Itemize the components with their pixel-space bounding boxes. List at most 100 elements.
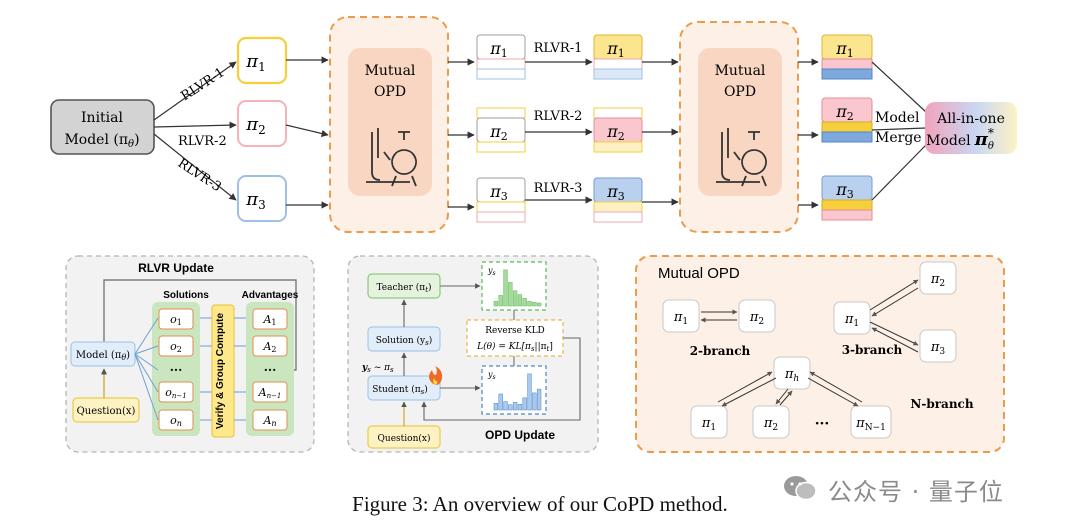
initial-model-line2: Model (πθ) <box>64 132 139 150</box>
svg-text:π3: π3 <box>606 182 625 203</box>
pi2-stack-a: π2 <box>476 107 526 153</box>
teacher-histogram <box>493 269 542 307</box>
pi1-stack-c: π1 <box>821 34 873 80</box>
svg-text:π2: π2 <box>930 272 945 289</box>
solution-o1: o1 <box>158 308 194 330</box>
student-histogram-bar <box>536 388 542 411</box>
verify-group-compute-label: Verify & Group Compute <box>215 313 226 430</box>
student-histogram-bar <box>493 402 499 411</box>
pi2-box: π2 <box>237 100 287 147</box>
student-hist-label: ys <box>487 370 496 381</box>
svg-text:A2: A2 <box>262 340 276 354</box>
mutual-opd-2-sublabel: OPD <box>724 84 756 100</box>
advantage-a2: A2 <box>252 335 288 357</box>
teacher-histogram-bar <box>522 298 527 307</box>
pi1-box: π1 <box>236 36 288 85</box>
svg-text:π1: π1 <box>835 39 854 60</box>
svg-text:on: on <box>170 414 182 428</box>
student-histogram-bar <box>498 393 503 411</box>
pi3-stack-a: π3 <box>476 177 526 223</box>
student-histogram-bar <box>522 397 527 411</box>
lab-apparatus-icon-2 <box>716 128 767 187</box>
rlvr-1-label: RLVR-1 <box>179 65 228 104</box>
pi3-stack-c: π3 <box>821 175 873 221</box>
model-merge-label-2: Merge <box>875 130 922 146</box>
svg-text:π1: π1 <box>489 39 508 60</box>
svg-text:An: An <box>262 414 276 428</box>
rlvr-2-label: RLVR-2 <box>178 134 227 149</box>
svg-text:o1: o1 <box>170 313 182 327</box>
fire-icon <box>429 366 443 385</box>
model-merge-label-1: Model <box>875 110 920 126</box>
solution-o2: o2 <box>158 335 194 357</box>
student-histogram-bar <box>517 404 523 411</box>
svg-text:π2: π2 <box>835 102 854 123</box>
student-histogram-bar <box>512 402 518 411</box>
svg-text:π3: π3 <box>930 340 946 357</box>
rlvr-model-label: Model (πθ) <box>76 350 130 362</box>
teacher-histogram-bar <box>512 290 518 307</box>
student-label: Student (πs) <box>372 384 427 396</box>
advantages-header: Advantages <box>242 290 299 301</box>
wechat-icon <box>784 476 817 501</box>
svg-text:An−1: An−1 <box>258 386 282 400</box>
advantage-an: An <box>252 409 288 431</box>
solutions-ellipsis: ··· <box>170 363 183 377</box>
svg-text:π2: π2 <box>489 122 508 143</box>
solution-on-1: on−1 <box>158 381 194 403</box>
rlvr-update-title: RLVR Update <box>138 261 214 275</box>
rlvr-1-label-b: RLVR-1 <box>534 41 583 56</box>
pi1-stack-a: π1 <box>476 34 526 80</box>
svg-text:π2: π2 <box>749 310 764 327</box>
opd-question-label: Question(x) <box>378 433 431 444</box>
n-branch-label: N-branch <box>910 397 973 411</box>
advantage-a1: A1 <box>252 308 288 330</box>
svg-text:π1: π1 <box>844 312 859 329</box>
teacher-histogram-bar <box>493 301 499 307</box>
svg-text:π1: π1 <box>701 416 716 433</box>
student-histogram-bar <box>503 401 508 411</box>
solution-on: on <box>158 409 194 431</box>
two-branch-label: 2-branch <box>690 344 751 358</box>
three-branch-diagram: π1 π2 π3 3-branch <box>833 261 957 363</box>
rlvr-2-label-b: RLVR-2 <box>534 109 583 124</box>
student-histogram-bar <box>532 392 537 411</box>
svg-text:π2: π2 <box>763 416 778 433</box>
pi2-stack-c: π2 <box>821 97 873 143</box>
svg-text:A1: A1 <box>262 313 276 327</box>
svg-text:π2: π2 <box>245 114 265 137</box>
svg-text:πh: πh <box>784 367 799 384</box>
svg-text:π3: π3 <box>835 180 854 201</box>
teacher-histogram-bar <box>527 301 532 307</box>
teacher-hist-label: ys <box>487 266 496 277</box>
teacher-histogram-bar <box>517 294 523 307</box>
solution-label: Solution (ys) <box>376 335 433 347</box>
rlvr-update-panel: RLVR Update Solutions Advantages Model (… <box>65 255 315 453</box>
two-branch-diagram: π1 π2 2-branch <box>662 299 776 358</box>
watermark: 公众号 · 量子位 <box>782 468 1052 508</box>
mutual-opd-block-2: Mutual OPD <box>679 21 799 233</box>
mutual-opd-2-label: Mutual <box>715 63 766 79</box>
svg-text:π3: π3 <box>245 189 265 212</box>
svg-text:π2: π2 <box>606 122 625 143</box>
n-branch-diagram: πh π1 π2 ··· πN−1 N-branch <box>690 356 974 439</box>
svg-text:π1: π1 <box>245 51 265 74</box>
pi1-stack-b: π1 <box>593 34 643 80</box>
svg-text:πN−1: πN−1 <box>855 416 886 433</box>
mutual-opd-panel-title: Mutual OPD <box>658 265 740 282</box>
n-branch-ellipsis: ··· <box>815 416 830 432</box>
opd-update-title: OPD Update <box>485 428 555 442</box>
pi3-stack-b: π3 <box>593 177 643 223</box>
mutual-opd-panel: Mutual OPD π1 π2 2-branch π1 π2 π3 3-bra… <box>635 255 1005 453</box>
watermark-text: 公众号 · 量子位 <box>828 478 1004 506</box>
reverse-kld-label: Reverse KLD <box>485 326 545 336</box>
initial-model-box: Initial Model (πθ) <box>50 99 155 155</box>
advantages-ellipsis: ··· <box>264 363 277 377</box>
student-histogram-bar <box>527 373 532 411</box>
teacher-histogram-bar <box>532 301 537 307</box>
sampling-annotation: ys ~ πs <box>361 363 394 374</box>
teacher-label: Teacher (πt) <box>376 282 431 294</box>
